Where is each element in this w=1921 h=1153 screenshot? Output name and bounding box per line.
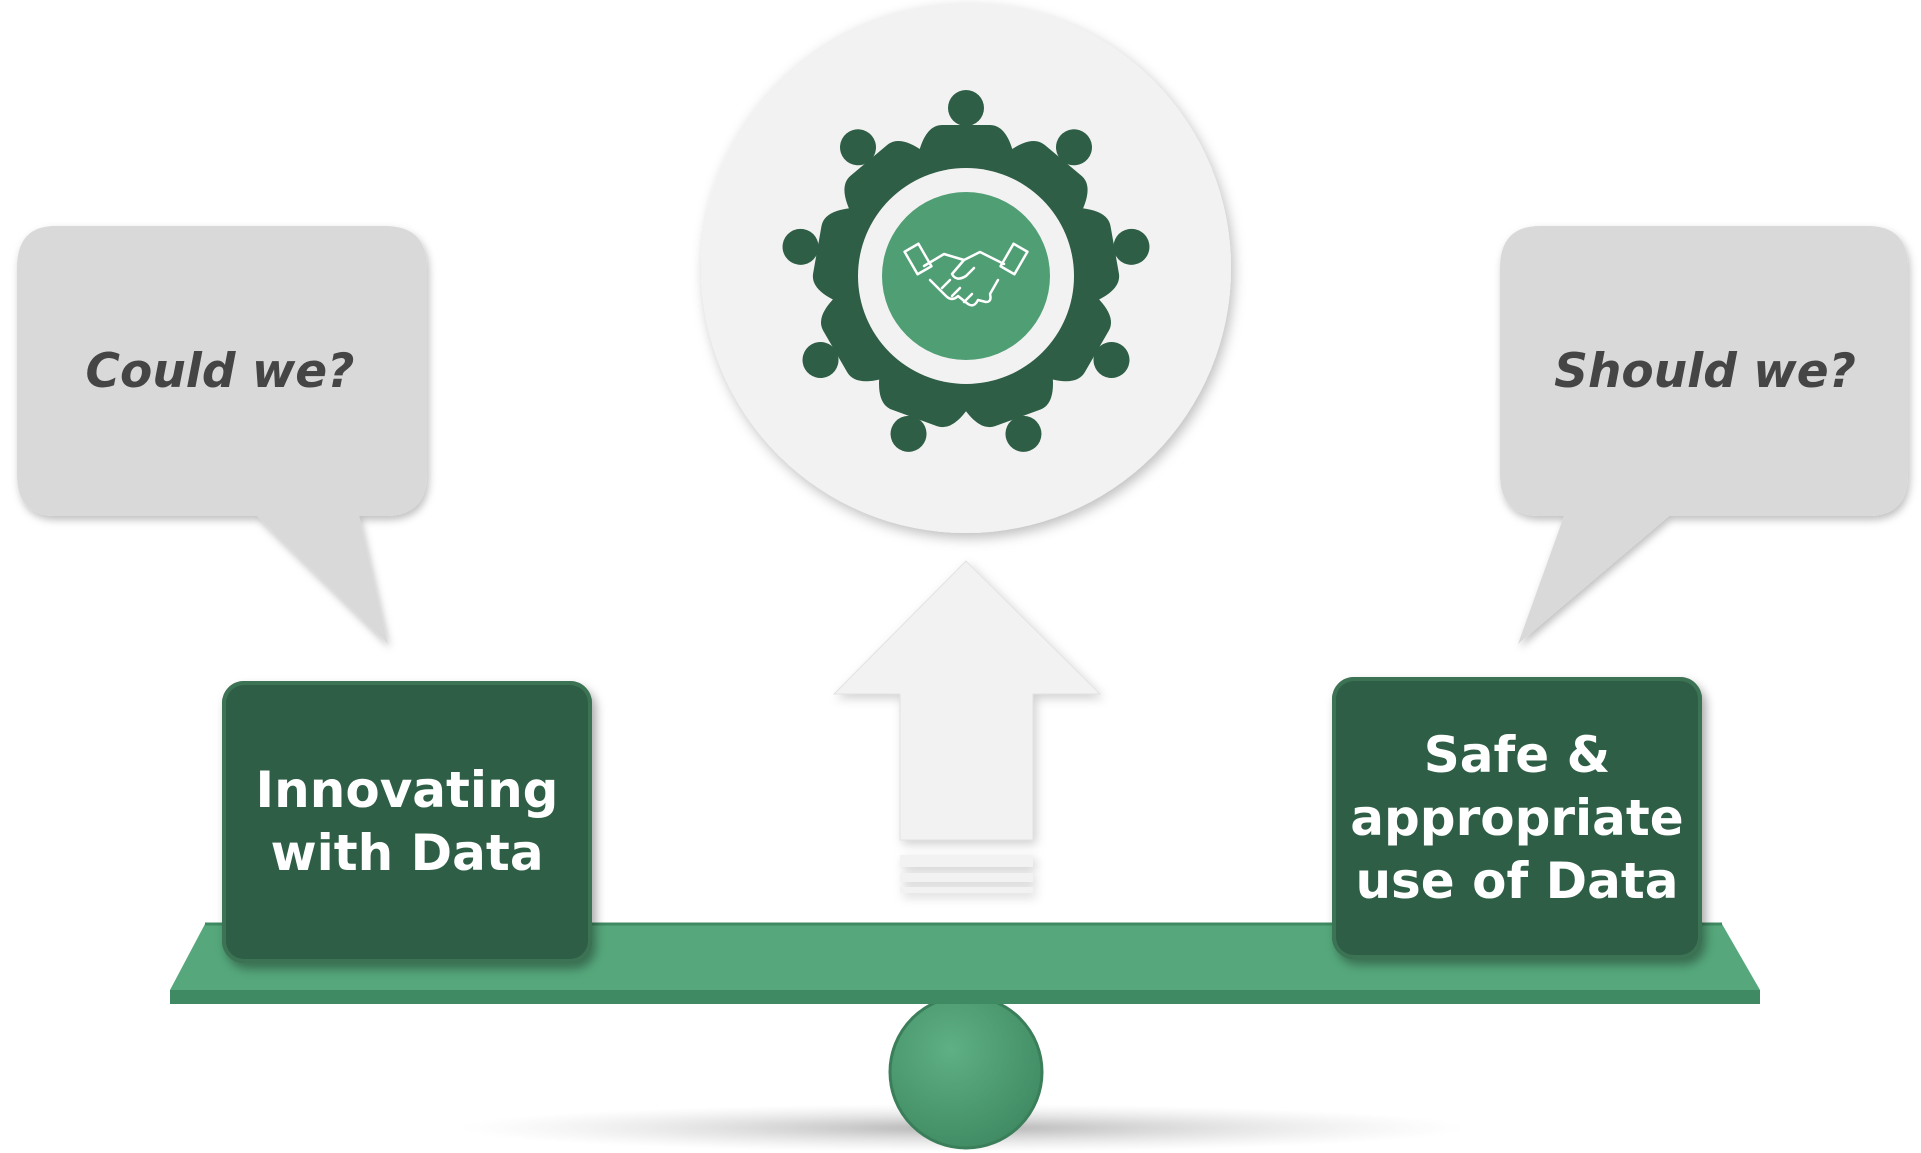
speech-bubble-right — [1500, 226, 1908, 644]
speech-bubble-right-text: Should we? — [1554, 344, 1856, 399]
fulcrum — [888, 994, 1044, 1150]
safe-block-line-3: use of Data — [1355, 851, 1679, 910]
handshake-icon — [903, 242, 1029, 307]
safe-block-line-2: appropriate — [1350, 788, 1684, 847]
speech-bubble-left-text: Could we? — [85, 344, 355, 399]
up-arrow-icon — [832, 560, 1102, 893]
speech-bubble-left — [17, 226, 427, 644]
innovating-with-data-block: Innovating with Data — [222, 681, 592, 963]
safe-appropriate-use-block: Safe & appropriate use of Data — [1332, 677, 1702, 959]
safe-block-line-1: Safe & — [1423, 725, 1611, 784]
innovating-block-line-2: with Data — [270, 824, 544, 882]
innovating-block-line-1: Innovating — [255, 761, 559, 819]
